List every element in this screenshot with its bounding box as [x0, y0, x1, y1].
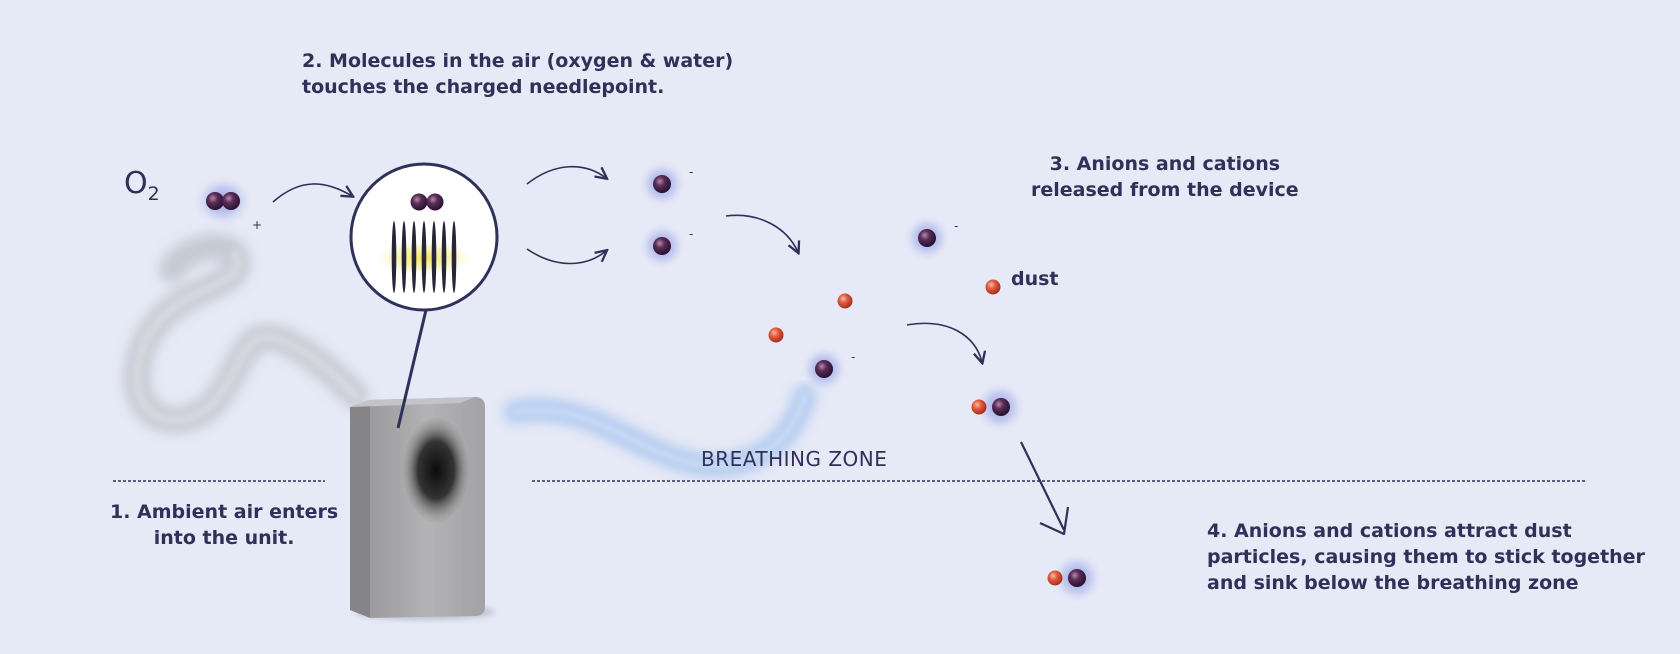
arrow-anion-top: [526, 165, 606, 185]
arrow-to-needle: [272, 183, 352, 203]
device-grille: [403, 418, 469, 522]
arrow-sink-head: [1039, 506, 1070, 536]
o2-label: O2: [124, 166, 160, 205]
charge-minus: -: [954, 219, 958, 233]
dust-label: dust: [1011, 268, 1059, 290]
dust-particle: [768, 327, 784, 343]
o2-main: O: [124, 166, 148, 201]
released-anion-top: [638, 160, 686, 208]
breathing-zone-label: BREATHING ZONE: [701, 447, 888, 471]
charge-minus: -: [851, 350, 855, 364]
released-anion-bottom: [638, 222, 686, 270]
charge-minus: -: [689, 165, 693, 179]
sunk-ion-dust-cluster: [1047, 552, 1103, 604]
arrow-sink-line: [1020, 441, 1065, 531]
dust-particle: [985, 279, 1001, 295]
charge-signs: + - - - -: [252, 165, 958, 364]
oxygen-molecule: [193, 175, 253, 227]
arrow-anion-bottom: [526, 248, 606, 265]
ambient-air-smoke: [124, 233, 368, 434]
anion-near-dust: [800, 345, 848, 393]
o2-sub: 2: [147, 183, 160, 205]
needle-callout-line: [396, 309, 428, 429]
step-1-label: 1. Ambient air enters into the unit.: [110, 501, 339, 549]
dust-particle: [837, 293, 853, 309]
arrow-to-combine: [906, 322, 982, 362]
ion-output-stream: [504, 384, 816, 477]
step-4-label: 4. Anions and cations attract dust parti…: [1207, 520, 1645, 594]
step-3-label: 3. Anions and cations released from the …: [1031, 153, 1299, 201]
floating-anion: [903, 214, 951, 262]
charge-plus: +: [252, 218, 262, 232]
ion-dust-cluster: [971, 381, 1026, 433]
step-2-label: 2. Molecules in the air (oxygen & water)…: [302, 50, 734, 98]
charge-minus: -: [689, 227, 693, 241]
arrow-to-dust: [725, 214, 798, 252]
ionizer-device: [350, 397, 495, 620]
flow-arrows: [272, 165, 982, 362]
charged-needlepoint-zoom: [349, 162, 499, 312]
